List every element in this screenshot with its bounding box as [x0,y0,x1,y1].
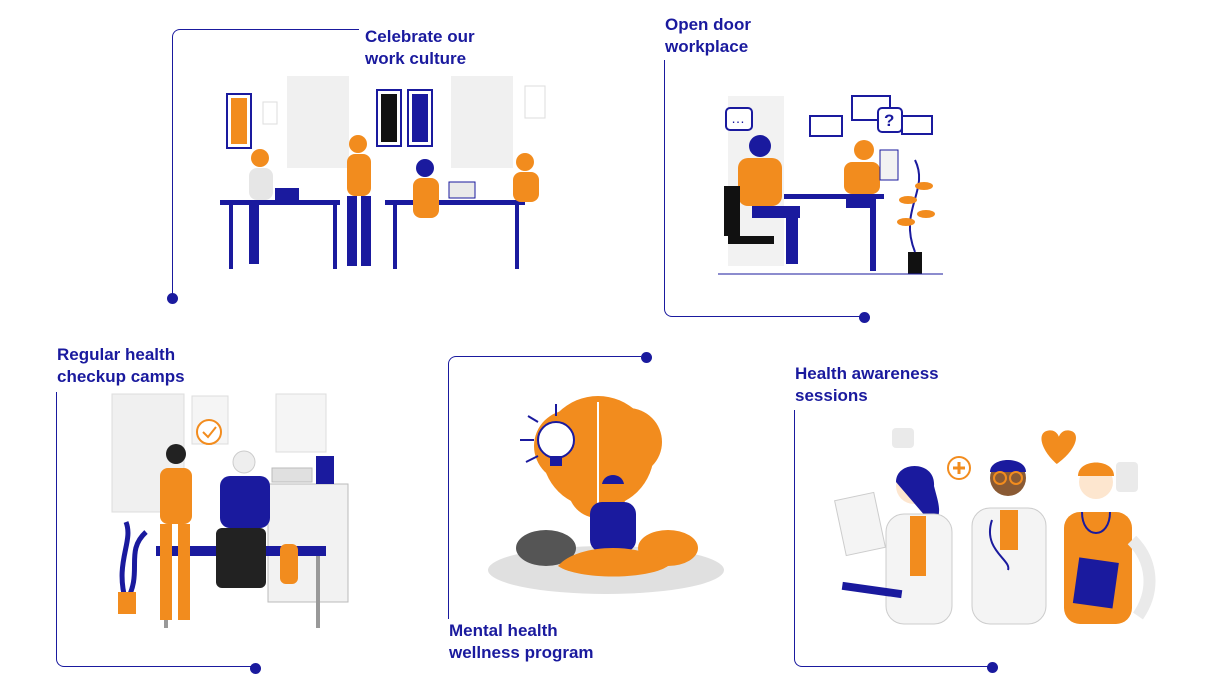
connector-dot-culture [167,293,178,304]
connector-line-health-checkup [56,392,253,667]
office-team-illustration [220,76,546,269]
meeting-illustration: … ? [718,95,943,275]
connector-line-open-door [664,60,861,317]
title-line: checkup camps [57,367,185,386]
connector-dot-mental-health [641,352,652,363]
svg-text:…: … [731,110,745,126]
title-line: wellness program [449,643,594,662]
section-title-health-checkup: Regular health checkup camps [57,344,185,388]
connector-line-health-awareness [794,410,989,667]
connector-dot-health-awareness [987,662,998,673]
title-line: workplace [665,37,749,56]
svg-text:?: ? [884,111,894,130]
connector-line-culture [172,29,359,298]
connector-dot-open-door [859,312,870,323]
title-line: Regular health [57,345,176,364]
title-line: Open door [665,15,751,34]
section-title-health-awareness: Health awareness sessions [795,363,939,407]
section-title-culture: Celebrate our work culture [365,26,475,70]
title-line: Health awareness [795,364,939,383]
connector-line-mental-health [448,356,641,619]
title-line: Celebrate our [365,27,475,46]
title-line: sessions [795,386,868,405]
title-line: work culture [365,49,467,68]
health-checkup-illustration [111,393,349,628]
section-title-open-door: Open door workplace [665,14,751,58]
doctors-illustration [834,428,1156,625]
section-title-mental-health: Mental health wellness program [449,620,594,664]
meditation-illustration [488,396,724,594]
connector-dot-health-checkup [250,663,261,674]
title-line: Mental health [449,621,558,640]
